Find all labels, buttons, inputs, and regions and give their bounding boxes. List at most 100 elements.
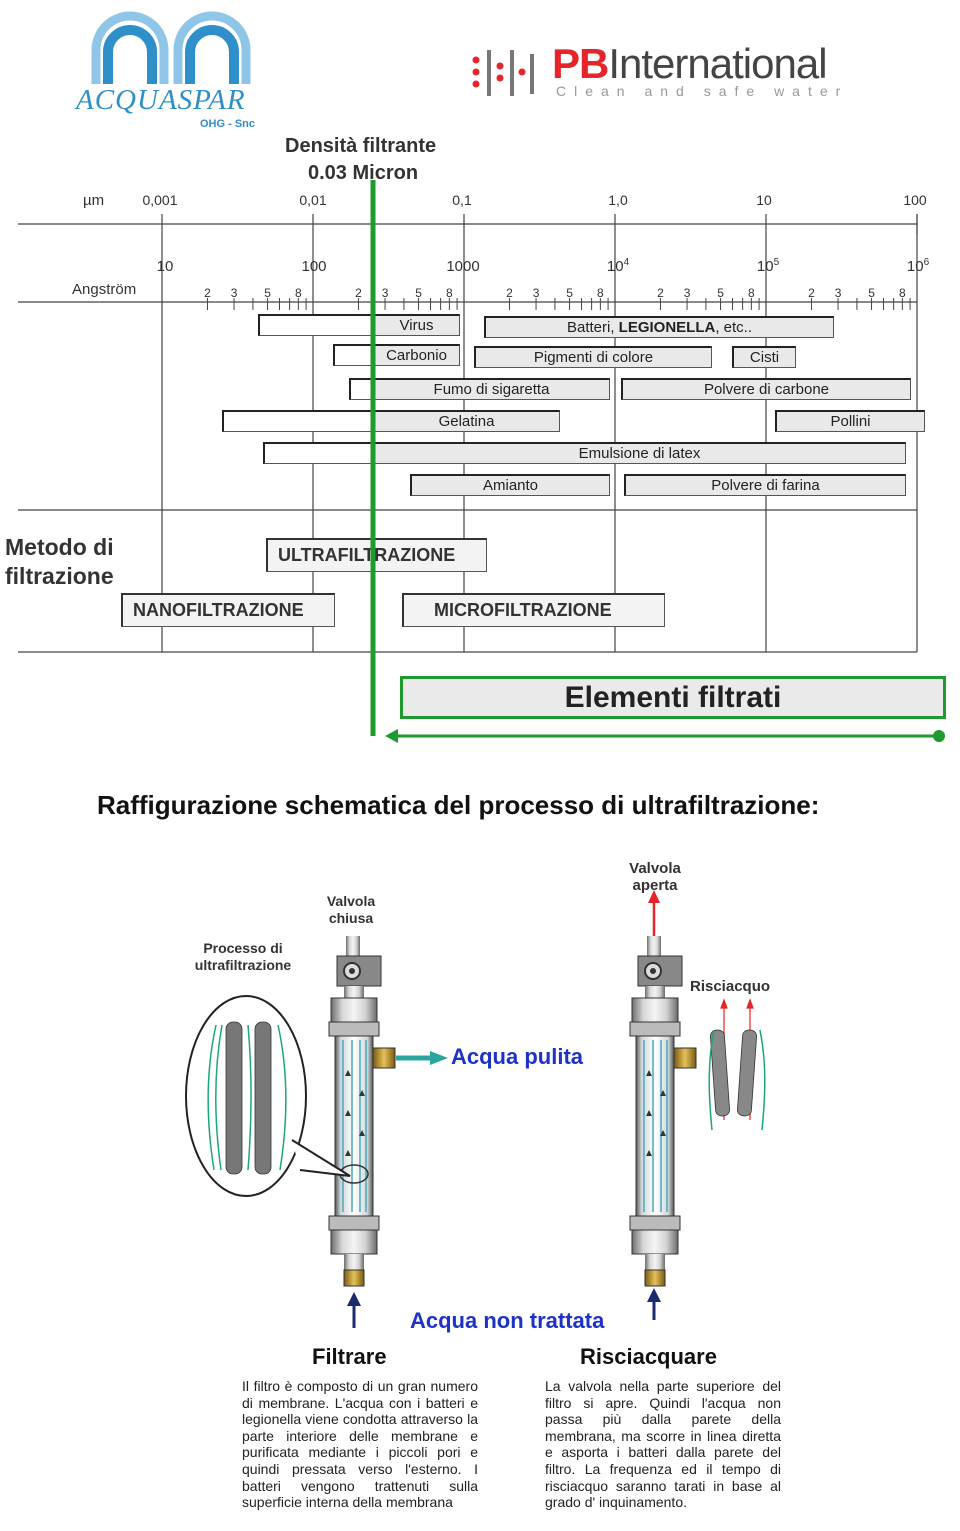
minor-digit-label: 8 (748, 286, 755, 300)
clean-water-label: Acqua pulita (451, 1044, 584, 1069)
inlet-arrow-icon (347, 1292, 361, 1306)
left-column-title: Filtrare (312, 1344, 387, 1369)
micron-tick-label: 0,1 (452, 192, 472, 208)
rinse-detail (708, 998, 766, 1131)
valve-closed-label: Valvola chiusa (326, 893, 376, 926)
micron-tick-label: 0,001 (142, 192, 178, 208)
pb-tagline: Clean and safe water (556, 83, 849, 99)
particle-bar: Gelatina (372, 410, 560, 432)
angstrom-base: 1000 (446, 258, 480, 275)
particle-bar: Polvere di farina (624, 474, 906, 496)
particle-bar: Pollini (775, 410, 925, 432)
pb-name-red: PB (552, 40, 609, 87)
angstrom-tick-label: 105 (744, 257, 792, 275)
micron-tick-label: 0,01 (299, 192, 327, 208)
micron-unit-label: µm (83, 192, 105, 209)
pb-dots-icon (472, 50, 534, 96)
density-header-line1: Densità filtrante (285, 135, 437, 157)
filter-right (629, 890, 697, 1320)
angstrom-tick-label: 106 (894, 257, 942, 275)
minor-digit-label: 2 (204, 286, 211, 300)
angstrom-base: 10 (156, 258, 174, 275)
acquaspar-logo: ACQUASPAR OHG - Snc (74, 4, 274, 132)
micron-tick-label: 1,0 (608, 192, 628, 208)
method-microfiltrazione: MICROFILTRAZIONE (402, 593, 665, 627)
elements-filtered-box: Elementi filtrati (400, 676, 946, 719)
angstrom-base: 100 (301, 258, 327, 275)
rinse-label: Risciacquo (690, 978, 771, 995)
untreated-water-label: Acqua non trattata (410, 1308, 605, 1333)
minor-digit-label: 8 (597, 286, 604, 300)
particle-bar: Emulsione di latex (372, 442, 906, 464)
clean-water-arrow-icon (430, 1051, 448, 1065)
schema-title: Raffigurazione schematica del processo d… (97, 790, 820, 820)
particle-bar-unfiltered (333, 344, 372, 366)
particle-bar: Batteri, LEGIONELLA, etc.. (484, 316, 834, 338)
pb-name-gray: International (608, 40, 827, 87)
method-title-line2: filtrazione (5, 563, 114, 589)
minor-digit-label: 2 (355, 286, 362, 300)
density-header-line2: 0.03 Micron (308, 162, 419, 184)
open-valve-arrow-icon (648, 890, 660, 903)
size-scale-grid (18, 214, 918, 653)
particle-bar: Pigmenti di colore (474, 346, 712, 368)
micron-tick-label: 100 (903, 192, 927, 208)
particle-bar: Cisti (732, 346, 796, 368)
acquaspar-name: ACQUASPAR (76, 84, 246, 116)
pb-international-logo: PBInternational Clean and safe water (470, 40, 850, 104)
particle-bar: Amianto (410, 474, 610, 496)
particle-bar: Fumo di sigaretta (372, 378, 610, 400)
angstrom-exp: 4 (623, 257, 630, 268)
filter-left (328, 936, 396, 1328)
minor-digit-label: 3 (683, 286, 691, 300)
minor-digit-label: 2 (506, 286, 513, 300)
minor-digit-label: 5 (264, 286, 271, 300)
particle-bar: Polvere di carbone (621, 378, 911, 400)
left-column-text: Il filtro è composto di un gran numero d… (242, 1378, 478, 1511)
magnifier-bubble (185, 995, 351, 1197)
particle-bar-unfiltered (263, 442, 372, 464)
minor-digit-label: 2 (657, 286, 664, 300)
angstrom-tick-label: 1000 (439, 257, 487, 275)
particle-bar-unfiltered (258, 314, 372, 336)
minor-digit-label: 3 (532, 286, 540, 300)
angstrom-base: 10 (756, 258, 774, 275)
method-title: Metodo di filtrazione (5, 533, 114, 591)
angstrom-exp: 5 (773, 257, 780, 268)
particle-bar: Virus (372, 314, 460, 336)
angstrom-base: 10 (906, 258, 924, 275)
minor-digit-label: 3 (381, 286, 389, 300)
particle-bar-unfiltered (222, 410, 372, 432)
valve-open-label: Valvola aperta (629, 860, 681, 894)
minor-digit-label: 3 (230, 286, 238, 300)
angstrom-unit-label: Angström (72, 281, 137, 298)
minor-digit-label: 5 (717, 286, 724, 300)
acquaspar-arches-icon (91, 11, 251, 84)
angstrom-tick-label: 100 (290, 257, 338, 275)
minor-digit-label: 2 (808, 286, 815, 300)
angstrom-tick-label: 10 (141, 257, 189, 275)
particle-bar: Carbonio (372, 344, 460, 366)
micron-tick-label: 10 (756, 192, 772, 208)
angstrom-base: 10 (606, 258, 624, 275)
minor-digit-label: 5 (566, 286, 573, 300)
angstrom-exp: 6 (923, 257, 930, 268)
minor-digit-label: 8 (295, 286, 302, 300)
method-ultrafiltrazione: ULTRAFILTRAZIONE (266, 538, 487, 572)
process-label: Processo di ultrafiltrazione (194, 940, 292, 973)
pb-name: PBInternational (552, 40, 828, 88)
minor-digit-label: 8 (446, 286, 453, 300)
particle-bar-unfiltered (349, 378, 372, 400)
method-title-line1: Metodo di (5, 534, 114, 560)
right-column-title: Risciacquare (580, 1344, 717, 1369)
angstrom-tick-label: 104 (594, 257, 642, 275)
minor-digit-label: 3 (834, 286, 842, 300)
acquaspar-sub: OHG - Snc (200, 118, 256, 130)
inlet-arrow-icon-right (647, 1288, 661, 1302)
filtration-diagram (185, 890, 766, 1328)
right-column-text: La valvola nella parte superiore del fil… (545, 1378, 781, 1511)
method-nanofiltrazione: NANOFILTRAZIONE (121, 593, 335, 627)
minor-digit-label: 5 (868, 286, 875, 300)
minor-digit-label: 5 (415, 286, 422, 300)
minor-digit-label: 8 (899, 286, 906, 300)
